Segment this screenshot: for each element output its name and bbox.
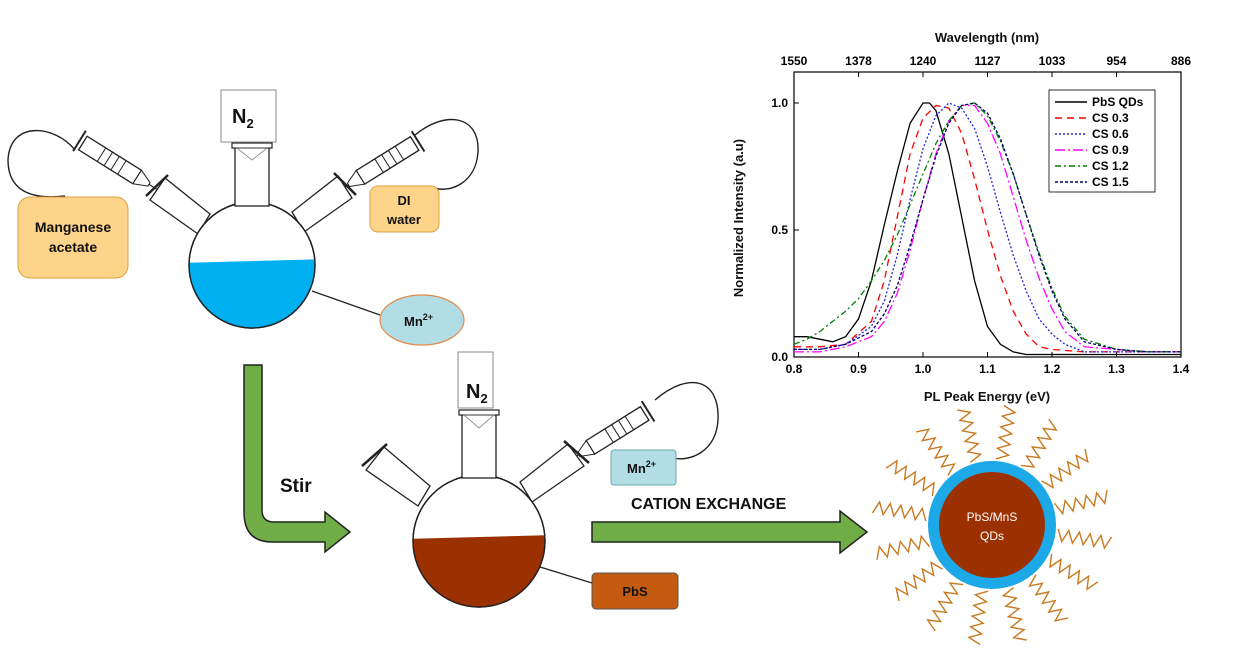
ligand-chain xyxy=(1028,574,1069,622)
top-tick-label: 954 xyxy=(1106,54,1126,68)
svg-text:N2: N2 xyxy=(232,106,254,131)
svg-text:Mn2+: Mn2+ xyxy=(627,459,656,476)
top-tick-label: 1127 xyxy=(974,54,1000,68)
flask-1-neck xyxy=(234,145,270,207)
y-tick-label: 0.5 xyxy=(771,223,788,237)
legend-label: CS 1.2 xyxy=(1092,159,1129,173)
ligand-chain xyxy=(967,590,989,646)
legend: PbS QDs CS 0.3 CS 0.6 CS 0.9 CS 1.2 CS 1.5 xyxy=(1048,89,1156,193)
left-syringe xyxy=(72,130,200,217)
svg-text:N2: N2 xyxy=(466,381,488,406)
n2-inlet-1 xyxy=(220,89,277,143)
y-tick-label: 1.0 xyxy=(771,96,788,110)
mn-ion-box-2: Mn2+ xyxy=(610,449,677,486)
pbs-label: PbS xyxy=(622,584,648,599)
right-tubing-2 xyxy=(654,381,719,460)
reagent-line-2: acetate xyxy=(49,239,97,255)
ligand-chain xyxy=(885,459,935,497)
ligand-chain xyxy=(915,428,956,476)
ligand-chain xyxy=(895,561,943,602)
mn-sup-2: 2+ xyxy=(646,459,656,469)
mn-label-2: Mn xyxy=(627,461,646,476)
y-axis-title: Normalized Intensity (a.u) xyxy=(731,139,746,297)
qd-label-2: QDs xyxy=(980,529,1004,543)
legend-label: CS 0.6 xyxy=(1092,127,1129,141)
pl-spectrum-chart: Wavelength (nm) PL Peak Energy (eV) Norm… xyxy=(731,30,1191,404)
x-tick-label: 0.9 xyxy=(850,362,867,376)
core-shell-qd: PbS/MnS QDs xyxy=(871,404,1113,646)
left-tubing xyxy=(7,129,76,198)
x-tick-label: 1.1 xyxy=(979,362,996,376)
series-line-cs-0-3 xyxy=(794,104,1181,353)
series-line-pbs-qds xyxy=(794,102,1181,356)
syringe-2 xyxy=(534,400,656,483)
cation-exchange-label: CATION EXCHANGE xyxy=(631,496,787,513)
reagent-line-1: Manganese xyxy=(35,219,111,235)
x-tick-label: 1.2 xyxy=(1044,362,1061,376)
manganese-acetate-box: Manganese acetate xyxy=(17,196,129,279)
ligand-chain xyxy=(957,409,983,463)
ligand-chain xyxy=(995,404,1017,460)
n2-sub-2: 2 xyxy=(480,391,487,406)
cation-exchange-arrow xyxy=(591,509,869,555)
right-neck-2 xyxy=(519,443,585,503)
ligand-chain xyxy=(1057,528,1113,550)
right-tubing xyxy=(414,118,479,190)
qd-label-1: PbS/MnS xyxy=(967,510,1018,524)
series-line-cs-0-6 xyxy=(794,102,1181,353)
left-neck-2 xyxy=(365,446,431,507)
n2-sub-1: 2 xyxy=(246,116,253,131)
svg-text:Mn2+: Mn2+ xyxy=(404,312,433,329)
left-neck xyxy=(149,177,211,235)
ligand-chain xyxy=(1020,418,1058,468)
di-line-1: DI xyxy=(398,193,411,208)
legend-label: PbS QDs xyxy=(1092,95,1144,109)
x-tick-label: 1.3 xyxy=(1108,362,1125,376)
series-line-cs-1-5 xyxy=(794,102,1181,353)
top-tick-label: 1033 xyxy=(1039,54,1066,68)
x-tick-label: 1.4 xyxy=(1173,362,1190,376)
mn-ion-bubble-1: Mn2+ xyxy=(379,294,465,346)
stir-label: Stir xyxy=(280,476,312,497)
ligand-chains xyxy=(871,404,1113,646)
top-tick-label: 886 xyxy=(1171,54,1191,68)
mn-sup-1: 2+ xyxy=(423,312,433,322)
x-tick-label: 1.0 xyxy=(915,362,932,376)
di-line-2: water xyxy=(386,212,421,227)
top-tick-label: 1550 xyxy=(781,54,808,68)
right-neck xyxy=(291,175,353,233)
pbs-pointer xyxy=(539,566,593,584)
top-axis-title: Wavelength (nm) xyxy=(935,30,1039,45)
ligand-chain xyxy=(926,582,964,632)
series-line-cs-0-9 xyxy=(794,104,1181,353)
top-tick-label: 1240 xyxy=(910,54,937,68)
ligand-chain xyxy=(1001,587,1027,641)
n2-inlet-2 xyxy=(457,351,494,409)
ligand-chain xyxy=(1041,448,1089,489)
legend-label: CS 0.3 xyxy=(1092,111,1129,125)
pbs-core xyxy=(939,472,1045,578)
ligand-chain xyxy=(1054,490,1108,516)
pbs-box: PbS xyxy=(591,572,679,610)
top-tick-label: 1378 xyxy=(845,54,872,68)
ligand-chain xyxy=(876,534,930,560)
y-tick-label: 0.0 xyxy=(771,350,788,364)
legend-label: CS 0.9 xyxy=(1092,143,1129,157)
ion-pointer-1 xyxy=(311,290,381,316)
series-line-cs-1-2 xyxy=(794,102,1181,353)
n2-label-2: N xyxy=(466,381,480,403)
ligand-chain xyxy=(1049,553,1099,591)
mn-label-1: Mn xyxy=(404,314,423,329)
stir-arrow xyxy=(243,364,352,554)
legend-label: CS 1.5 xyxy=(1092,175,1129,189)
di-water-box: DI water xyxy=(369,185,440,233)
ligand-chain xyxy=(871,500,927,522)
x-tick-label: 0.8 xyxy=(786,362,803,376)
n2-label-1: N xyxy=(232,106,246,128)
flask-2-neck xyxy=(461,413,497,479)
x-axis-title: PL Peak Energy (eV) xyxy=(924,389,1050,404)
